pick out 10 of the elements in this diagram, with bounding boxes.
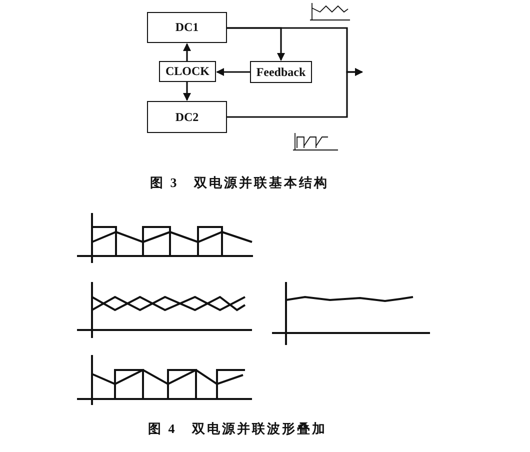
arrow <box>183 82 191 101</box>
arrow <box>227 68 363 118</box>
converter-box: DC1 <box>147 12 227 43</box>
figure-caption: 图 3 双电源并联基本结构 <box>150 174 329 192</box>
clock-box: CLOCK <box>159 61 216 82</box>
figure-caption: 图 4 双电源并联波形叠加 <box>148 420 327 438</box>
feedback-box: Feedback <box>250 61 312 83</box>
arrow <box>183 43 191 61</box>
converter-box: DC2 <box>147 101 227 133</box>
arrow <box>216 68 250 76</box>
